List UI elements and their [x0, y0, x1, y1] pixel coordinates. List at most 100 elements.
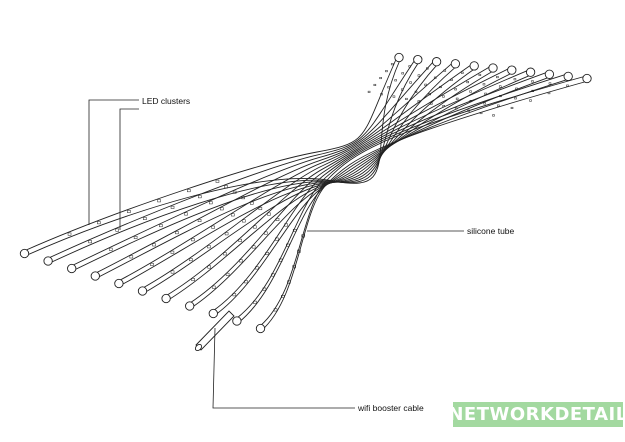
led-mark [241, 196, 245, 200]
led-mark [373, 83, 377, 86]
led-mark [232, 190, 237, 194]
tube-outline-upper [165, 67, 512, 297]
led-mark [417, 100, 421, 103]
led-mark [251, 245, 256, 249]
tube-outline-lower [24, 59, 401, 257]
led-marks [67, 63, 569, 312]
led-mark [242, 219, 246, 223]
tube-end [507, 65, 517, 75]
led-mark [443, 69, 447, 72]
brand-text: NETWORKDETAIL [448, 403, 625, 425]
tube-end [450, 59, 461, 69]
led-mark [297, 249, 301, 253]
led-mark [198, 195, 202, 199]
led-mark [170, 270, 175, 274]
led-mark [281, 295, 285, 298]
led-mark [469, 90, 472, 93]
led-mark [143, 217, 147, 220]
led-mark [454, 88, 457, 91]
led-mark [170, 250, 175, 254]
led-mark [414, 90, 418, 93]
tube-bundle [19, 52, 592, 334]
tube-end [67, 263, 77, 274]
led-mark [265, 252, 269, 256]
led-mark [129, 255, 134, 259]
led-mark [401, 72, 404, 75]
tube-outline-upper [47, 56, 418, 259]
led-mark [232, 293, 237, 297]
led-mark [287, 280, 291, 284]
tube-outline-upper [94, 60, 455, 274]
led-mark [387, 86, 390, 89]
leader-lines [88, 99, 464, 409]
led-mark [513, 78, 517, 81]
tube-outline-upper [141, 65, 493, 289]
led-mark [367, 90, 371, 93]
tube-end [137, 286, 148, 296]
tube-end [582, 73, 592, 84]
led-mark [454, 107, 458, 110]
led-mark [379, 77, 382, 80]
led-mark [409, 81, 412, 84]
led-mark [439, 86, 442, 89]
led-mark [271, 273, 275, 277]
led-mark [510, 106, 514, 109]
tube-outline-lower [236, 78, 570, 324]
led-mark [394, 79, 397, 82]
led-mark [275, 218, 280, 221]
led-mark [97, 221, 101, 225]
led-mark [264, 231, 268, 235]
led-mark [467, 109, 470, 112]
led-mark [253, 225, 257, 229]
led-mark [184, 212, 188, 216]
tube-end [90, 271, 100, 281]
tube-outline-upper [259, 75, 587, 327]
leader-led-2 [119, 108, 139, 230]
led-mark [484, 92, 487, 95]
led-mark [514, 97, 517, 100]
tube-end [43, 256, 53, 266]
leader-cable [212, 327, 355, 409]
led-mark [215, 179, 220, 183]
led-mark [408, 65, 411, 68]
led-mark [115, 228, 119, 232]
led-mark [258, 207, 263, 211]
led-mark [442, 104, 445, 107]
tube-end [255, 323, 266, 334]
led-mark [566, 84, 569, 87]
led-mark [405, 97, 408, 100]
led-mark [455, 97, 459, 100]
led-mark [286, 243, 290, 247]
led-mark [424, 83, 427, 86]
led-mark [466, 81, 469, 84]
led-mark [292, 228, 297, 232]
led-mark [150, 262, 154, 266]
led-mark [478, 73, 482, 76]
led-mark [392, 95, 396, 98]
tube-end [488, 63, 498, 73]
led-mark [301, 234, 306, 238]
led-mark [231, 213, 235, 217]
led-mark [497, 104, 500, 107]
tube-outline-lower [189, 74, 533, 309]
tube-end [431, 57, 442, 67]
tube-outline-upper [70, 58, 437, 267]
led-mark [250, 201, 254, 205]
tube-end [394, 52, 404, 63]
led-mark [531, 80, 534, 83]
led-mark [197, 219, 202, 222]
led-mark [244, 280, 248, 284]
led-mark [417, 74, 421, 77]
tube-outline-lower [142, 70, 495, 294]
led-mark [461, 71, 464, 74]
led-mark [191, 278, 195, 282]
tube-end [469, 61, 479, 71]
led-clusters-label: LED clusters [142, 96, 191, 106]
led-mark [108, 247, 113, 251]
led-mark [223, 252, 227, 256]
led-mark [498, 85, 502, 88]
led-mark [88, 240, 92, 244]
led-mark [133, 236, 138, 239]
cable-end [194, 343, 203, 352]
tube-end [525, 67, 536, 77]
